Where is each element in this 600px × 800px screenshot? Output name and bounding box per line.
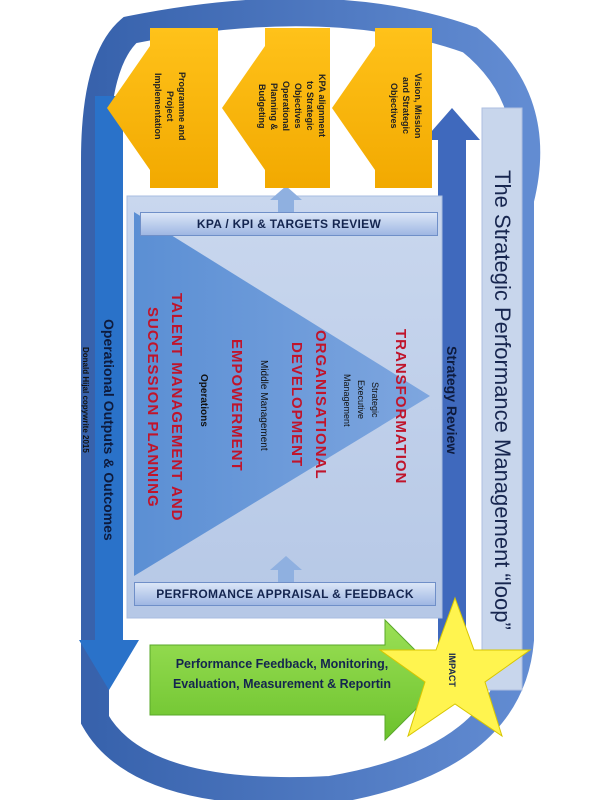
- middle-management-text: Middle Management: [258, 359, 269, 451]
- chevron-vision-line: and Strategic: [401, 77, 411, 135]
- operational-outputs-arrow: [79, 96, 139, 690]
- chevron-kpa: [222, 28, 330, 188]
- feedback-line-1: Performance Feedback, Monitoring,: [175, 657, 389, 671]
- chevron-programme-label: Programme and Project Implementation: [138, 58, 188, 154]
- chevron-kpa-line: KPA alignment: [317, 74, 327, 138]
- operational-outputs-label: Operational Outputs & Outcomes: [101, 319, 117, 541]
- strategy-review-label: Strategy Review: [444, 345, 460, 455]
- chevron-vision-label: Vision, Mission and Strategic Objectives: [374, 58, 424, 154]
- appraisal-label: PERFROMANCE APPRAISAL & FEEDBACK: [156, 587, 414, 601]
- org-dev-line: ORGANISATIONAL: [312, 330, 329, 480]
- feedback-line-2: Evaluation, Measurement & Reportin: [172, 677, 392, 691]
- strategic-executive-text: Strategic Executive Management: [338, 350, 382, 450]
- org-dev-line: DEVELOPMENT: [288, 342, 305, 468]
- top-bar-arrow: [270, 186, 302, 212]
- chevron-programme-line: Programme and: [177, 71, 187, 141]
- chevron-kpa-line: to Strategic: [305, 81, 315, 131]
- chevron-programme-line: Project: [165, 90, 175, 122]
- kpa-review-label: KPA / KPI & TARGETS REVIEW: [196, 217, 382, 231]
- operations-text: Operations: [198, 373, 209, 427]
- kpa-review-bar: KPA / KPI & TARGETS REVIEW: [140, 212, 438, 236]
- pyramid-triangle: [134, 212, 430, 576]
- impact-label: IMPACT: [447, 653, 457, 687]
- feedback-arrow-text: Performance Feedback, Monitoring, Evalua…: [152, 654, 412, 710]
- chevron-vision: [332, 28, 432, 188]
- chevron-vision-line: Objectives: [389, 83, 399, 129]
- talent-line: SUCCESSION PLANNING: [144, 306, 161, 508]
- transformation-text: TRANSFORMATION: [392, 329, 409, 485]
- chevron-kpa-line: Operational: [281, 80, 291, 131]
- chevron-kpa-line: Budgeting: [257, 83, 267, 129]
- empowerment-text: EMPOWERMENT: [228, 338, 245, 472]
- title-panel: [481, 107, 523, 691]
- appraisal-bar: PERFROMANCE APPRAISAL & FEEDBACK: [134, 582, 436, 606]
- org-development-text: ORGANISATIONAL DEVELOPMENT: [282, 290, 332, 520]
- chevron-kpa-label: KPA alignment to Strategic Objectives Op…: [248, 58, 328, 154]
- chevron-programme: [107, 28, 218, 188]
- strategic-exec-line: Strategic: [370, 382, 380, 418]
- feedback-green-arrow: [149, 618, 446, 742]
- talent-management-text: TALENT MANAGEMENT AND SUCCESSION PLANNIN…: [138, 272, 188, 542]
- chevron-vision-line: Vision, Mission: [413, 73, 423, 139]
- talent-line: TALENT MANAGEMENT AND: [168, 292, 185, 522]
- copyright-text: Donald Hijal copywrite 2015: [81, 347, 90, 453]
- bottom-bar-arrow: [270, 556, 302, 582]
- chevron-kpa-line: Objectives: [293, 83, 303, 129]
- diagram-title: The Strategic Performance Management “lo…: [490, 170, 515, 630]
- strategic-exec-line: Management: [342, 373, 352, 427]
- chevron-programme-line: Implementation: [153, 72, 163, 140]
- impact-star: [378, 596, 532, 738]
- strategic-exec-line: Executive: [356, 380, 366, 420]
- chevron-kpa-line: Planning &: [269, 82, 279, 130]
